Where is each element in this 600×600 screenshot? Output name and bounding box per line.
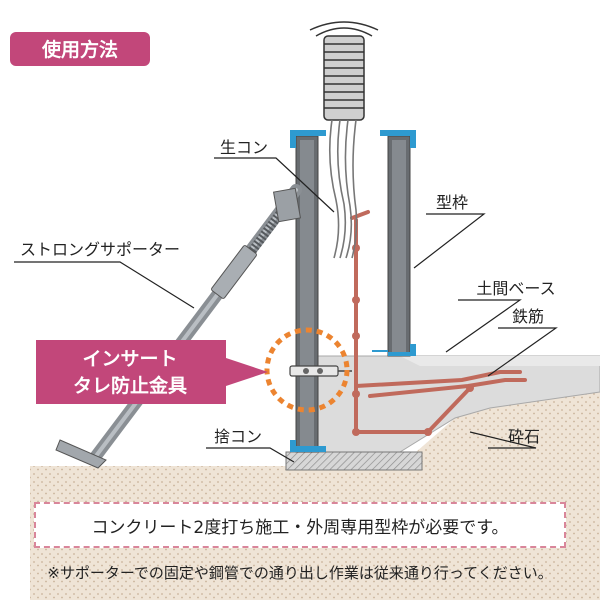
insert-highlight-ring — [264, 327, 350, 413]
leader-lines — [14, 157, 558, 463]
label-earth-floor-base: 土間ベース — [476, 279, 555, 298]
slab-top-surface — [400, 356, 600, 366]
usage-badge-label: 使用方法 — [41, 38, 118, 61]
label-rebar: 鉄筋 — [512, 307, 544, 326]
formwork-right — [372, 130, 416, 357]
requirement-note: コンクリート2度打ち施工・外周専用型枠が必要です。 — [34, 502, 566, 548]
insert-anchor — [289, 365, 352, 377]
label-formwork: 型枠 — [436, 193, 468, 212]
footnote: ※サポーターでの固定や鋼管での通り出し作業は従来通り行ってください。 — [47, 564, 553, 582]
requirement-note-text: コンクリート2度打ち施工・外周専用型枠が必要です。 — [91, 517, 509, 538]
concrete-hose — [309, 21, 379, 121]
strong-supporter — [55, 184, 302, 469]
leveling-concrete — [285, 451, 423, 471]
label-strong-supporter: ストロングサポーター — [20, 240, 180, 259]
insert-callout: インサート タレ防止金具 — [36, 340, 268, 404]
concrete-stream — [328, 119, 358, 259]
rebar-dots — [352, 244, 474, 436]
label-raw-concrete: 生コン — [220, 138, 268, 157]
label-crushed-stone: 砕石 — [508, 427, 540, 446]
label-leveling-concrete: 捨コン — [214, 427, 262, 446]
callout-line1: インサート — [82, 348, 177, 370]
usage-badge: 使用方法 — [10, 32, 150, 66]
callout-line2: タレ防止金具 — [73, 374, 187, 397]
crushed-stone-layer — [30, 392, 600, 600]
